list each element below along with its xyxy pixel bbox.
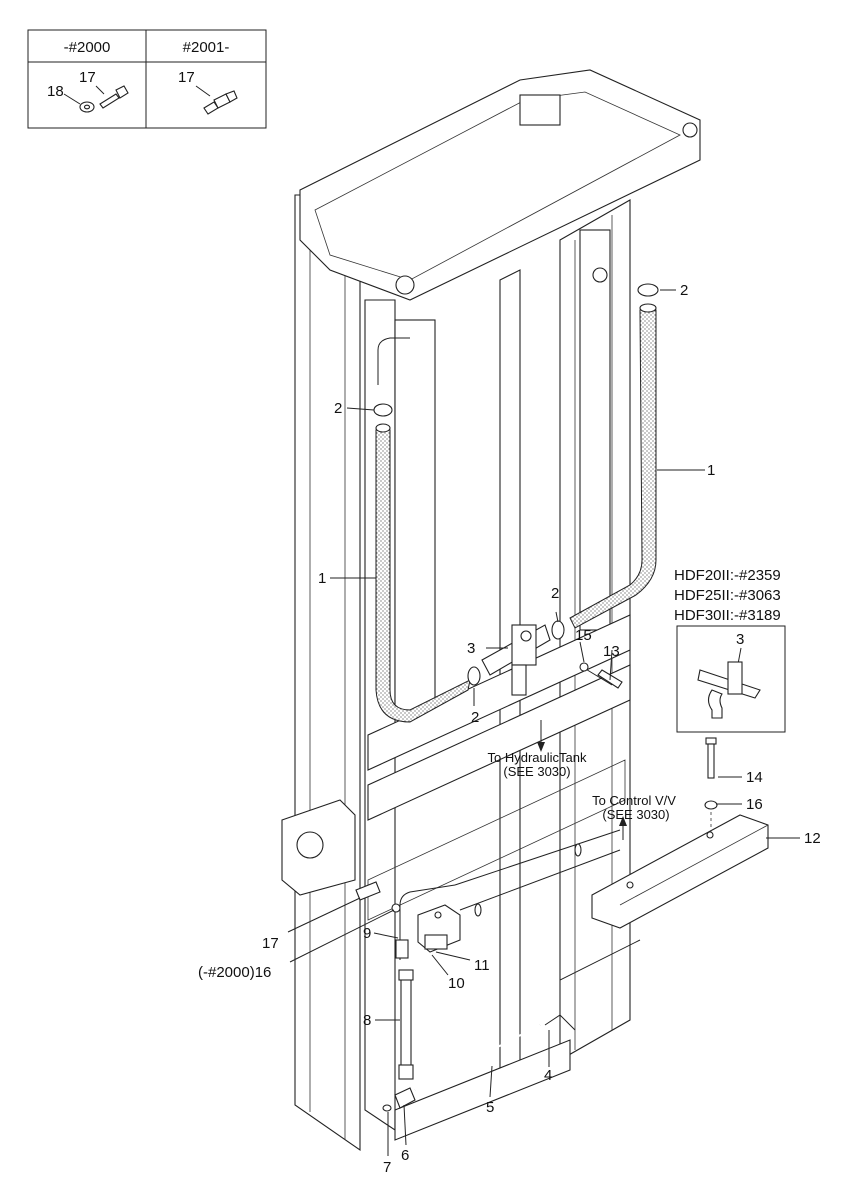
callout-8: 8	[363, 1012, 371, 1029]
model-line-1: HDF20II:-#2359	[674, 567, 781, 584]
callout-18-table: 18	[47, 83, 64, 100]
callout-17: 17	[262, 935, 279, 952]
callouts: 2 2 1 1 2 15 3 13 2 14 16 12 17 (-#2000)…	[198, 282, 821, 1176]
callout-2-low: 2	[471, 709, 479, 726]
mast-assembly	[281, 69, 701, 1152]
callout-4: 4	[544, 1067, 552, 1084]
bolt-14	[704, 737, 718, 832]
serial-header-left: -#2000	[64, 39, 111, 56]
inset-callout-3: 3	[736, 631, 744, 648]
note-tank-line1: To HydraulicTank	[488, 750, 587, 765]
callout-12: 12	[804, 830, 821, 847]
note-tank-line2: (SEE 3030)	[503, 764, 570, 779]
lower-plumbing	[355, 720, 641, 1112]
callout-14: 14	[746, 769, 763, 786]
washer-icon	[79, 101, 95, 113]
callout-17-table-right: 17	[178, 69, 195, 86]
callout-3: 3	[467, 640, 475, 657]
callout-16-left: (-#2000)16	[198, 964, 271, 981]
callout-7: 7	[383, 1159, 391, 1176]
callout-13: 13	[603, 643, 620, 660]
serial-table: -#2000 #2001- 18 17 17	[27, 29, 267, 129]
model-inset: HDF20II:-#2359 HDF25II:-#3063 HDF30II:-#…	[674, 567, 786, 733]
hose-right	[569, 303, 657, 629]
leader-lines	[287, 289, 800, 1156]
callout-2-mid: 2	[551, 585, 559, 602]
serial-header-right: #2001-	[183, 39, 230, 56]
note-control-line1: To Control V/V	[592, 793, 676, 808]
callout-2-top-right: 2	[680, 282, 688, 299]
model-line-3: HDF30II:-#3189	[674, 607, 781, 624]
callout-5: 5	[486, 1099, 494, 1116]
fitting-icon	[203, 90, 238, 115]
callout-9: 9	[363, 925, 371, 942]
callout-1-right: 1	[707, 462, 715, 479]
callout-11: 11	[474, 957, 490, 974]
note-control-line2: (SEE 3030)	[602, 807, 669, 822]
callout-2-left: 2	[334, 400, 342, 417]
bracket	[591, 814, 769, 929]
callout-15: 15	[575, 627, 592, 644]
bolt-icon	[99, 85, 129, 109]
callout-16-right: 16	[746, 796, 763, 813]
callout-17-table-left: 17	[79, 69, 96, 86]
tee-fitting-icon	[697, 661, 761, 719]
notes: To HydraulicTank (SEE 3030) To Control V…	[488, 750, 677, 822]
model-line-2: HDF25II:-#3063	[674, 587, 781, 604]
callout-1-left: 1	[318, 570, 326, 587]
callout-10: 10	[448, 975, 465, 992]
callout-6: 6	[401, 1147, 409, 1164]
tee-fitting	[481, 624, 623, 696]
